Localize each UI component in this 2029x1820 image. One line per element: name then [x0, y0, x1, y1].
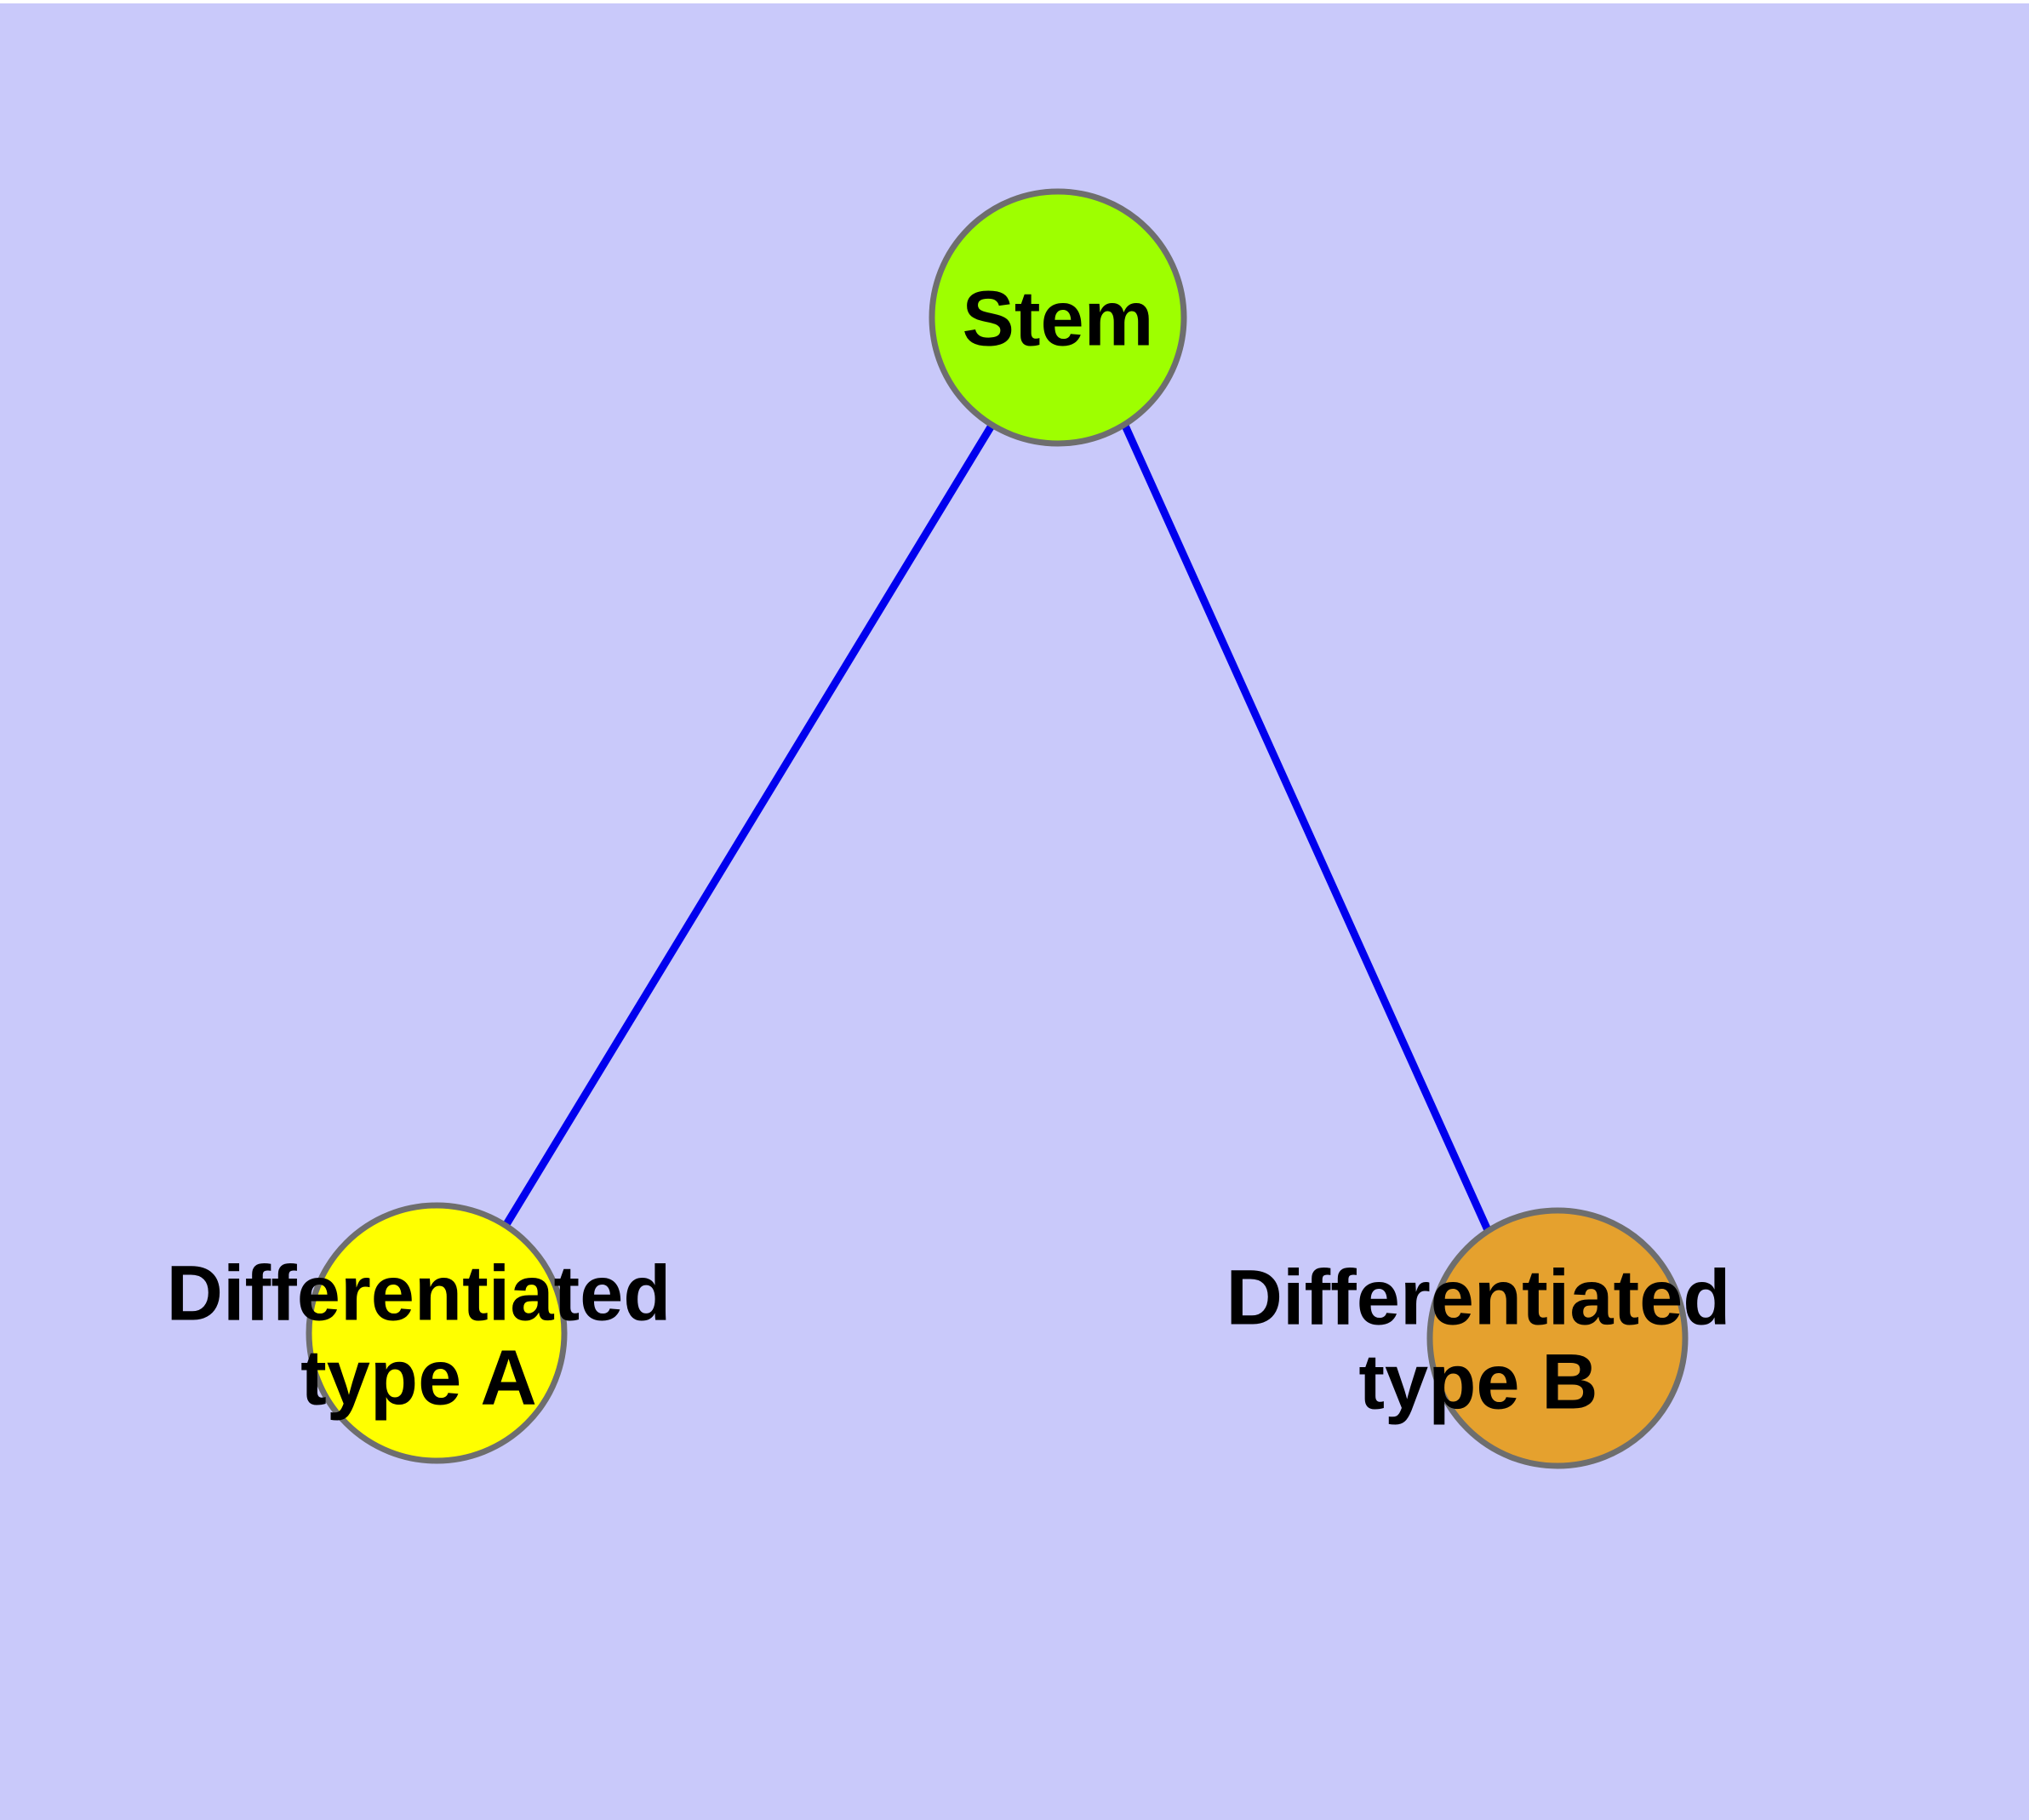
edges-layer — [502, 423, 1492, 1232]
graph-node-diff-b[interactable] — [1426, 1207, 1689, 1469]
graph-node-stem[interactable] — [929, 188, 1187, 447]
graph-edge-stem-to-diff-a[interactable] — [502, 423, 995, 1228]
graph-edge-stem-to-diff-b[interactable] — [1121, 424, 1492, 1232]
nodes-layer — [306, 188, 1689, 1469]
graph-node-diff-a[interactable] — [306, 1202, 568, 1464]
top-edge-strip — [0, 0, 2029, 3]
